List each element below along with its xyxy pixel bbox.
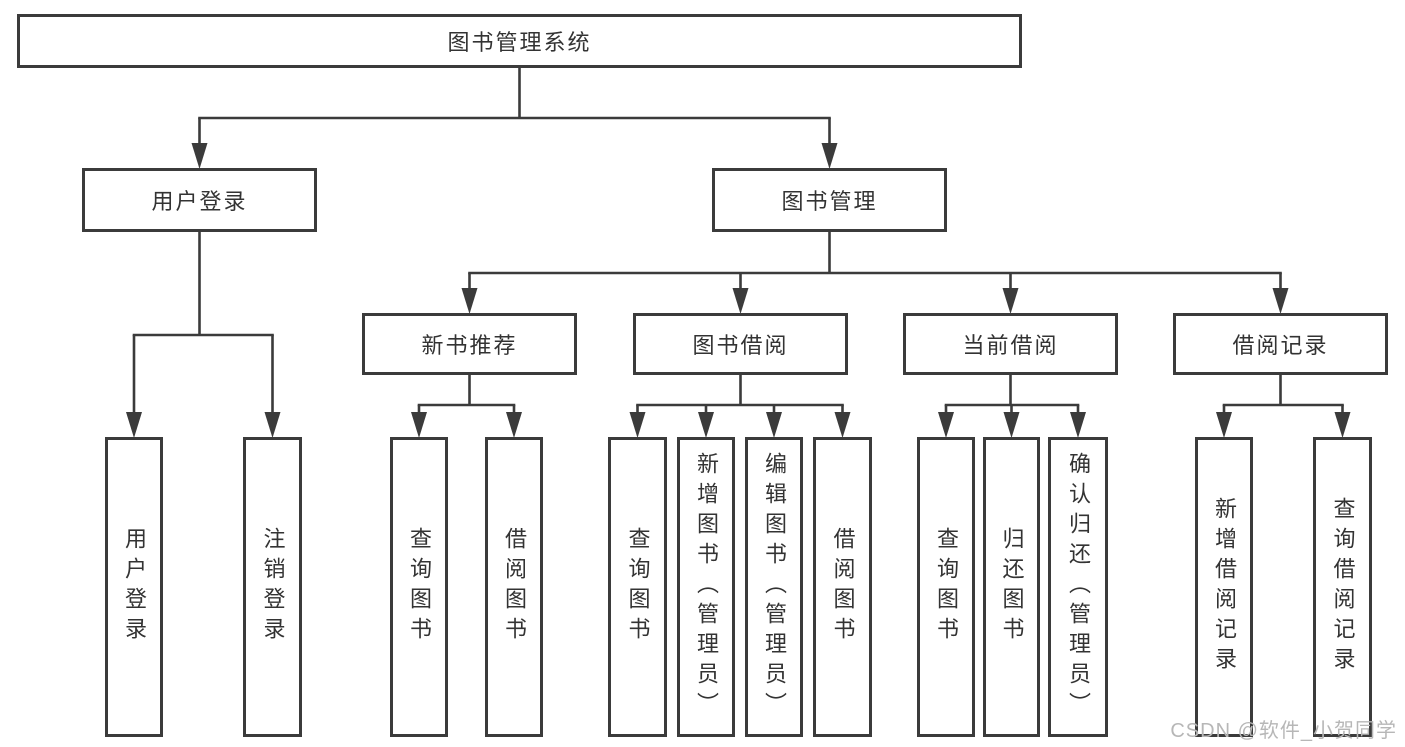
node-label: 用户登录	[151, 189, 248, 214]
arrowhead-icon	[834, 412, 851, 438]
node-label: 归还图书	[999, 527, 1025, 647]
arrowhead-icon	[1003, 412, 1020, 438]
node-label: 编辑图书（管理员）	[762, 452, 787, 722]
node-label: 借阅图书	[502, 527, 527, 647]
diagram-node-current: 当前借阅	[903, 313, 1118, 375]
diagram-node-borrow: 图书借阅	[633, 313, 848, 375]
node-label: 查询图书	[407, 527, 432, 647]
arrowhead-icon	[1334, 412, 1351, 438]
arrowhead-icon	[506, 412, 522, 438]
diagram-node-root: 图书管理系统	[17, 14, 1022, 68]
arrowhead-icon	[938, 412, 954, 438]
arrowhead-icon	[629, 412, 646, 438]
node-label: 图书借阅	[692, 333, 789, 358]
diagram-node-bor-query: 查询图书	[608, 437, 667, 737]
diagram-node-cur-confirm: 确认归还（管理员）	[1048, 437, 1108, 737]
node-label: 借阅图书	[830, 527, 856, 647]
arrowhead-icon	[126, 412, 142, 438]
node-label: 用户登录	[122, 527, 147, 647]
node-label: 新增借阅记录	[1212, 497, 1237, 677]
node-label: 查询借阅记录	[1330, 497, 1356, 677]
node-label: 新增图书（管理员）	[694, 452, 719, 722]
arrowhead-icon	[732, 288, 749, 314]
arrowhead-icon	[698, 412, 714, 438]
arrowhead-icon	[1070, 412, 1086, 438]
diagram-node-records: 借阅记录	[1173, 313, 1388, 375]
diagram-node-bor-edit: 编辑图书（管理员）	[745, 437, 803, 737]
diagram-node-bor-lend: 借阅图书	[813, 437, 872, 737]
node-label: 新书推荐	[421, 333, 518, 358]
arrowhead-icon	[1002, 288, 1019, 314]
arrowhead-icon	[191, 143, 208, 169]
diagram-node-rec2-add: 新增借阅记录	[1195, 437, 1253, 737]
node-label: 图书管理	[781, 189, 878, 214]
arrowhead-icon	[461, 288, 478, 314]
diagram-node-cur-return: 归还图书	[983, 437, 1040, 737]
arrowhead-icon	[821, 143, 838, 169]
diagram-node-rec-query: 查询图书	[390, 437, 448, 737]
diagram-node-cur-query: 查询图书	[917, 437, 975, 737]
diagram-node-rec2-query: 查询借阅记录	[1313, 437, 1372, 737]
diagram-node-logout: 注销登录	[243, 437, 302, 737]
diagram-node-rec-borrow: 借阅图书	[485, 437, 543, 737]
watermark-text: CSDN @软件_小贺同学	[1170, 720, 1397, 742]
diagram-node-login: 用户登录	[82, 168, 317, 232]
node-label: 查询图书	[625, 527, 651, 647]
node-label: 当前借阅	[962, 333, 1059, 358]
diagram-node-recommend: 新书推荐	[362, 313, 577, 375]
diagram-node-user-login: 用户登录	[105, 437, 163, 737]
node-label: 借阅记录	[1232, 333, 1329, 358]
node-label: 注销登录	[260, 527, 286, 647]
node-label: 查询图书	[934, 527, 959, 647]
node-label: 确认归还（管理员）	[1066, 452, 1091, 722]
diagram-node-mgmt: 图书管理	[712, 168, 947, 232]
arrowhead-icon	[411, 412, 427, 438]
arrowhead-icon	[1216, 412, 1232, 438]
arrowhead-icon	[264, 412, 281, 438]
arrowhead-icon	[1272, 288, 1289, 314]
diagram-node-bor-add: 新增图书（管理员）	[677, 437, 735, 737]
arrowhead-icon	[766, 412, 782, 438]
node-label: 图书管理系统	[447, 30, 592, 55]
